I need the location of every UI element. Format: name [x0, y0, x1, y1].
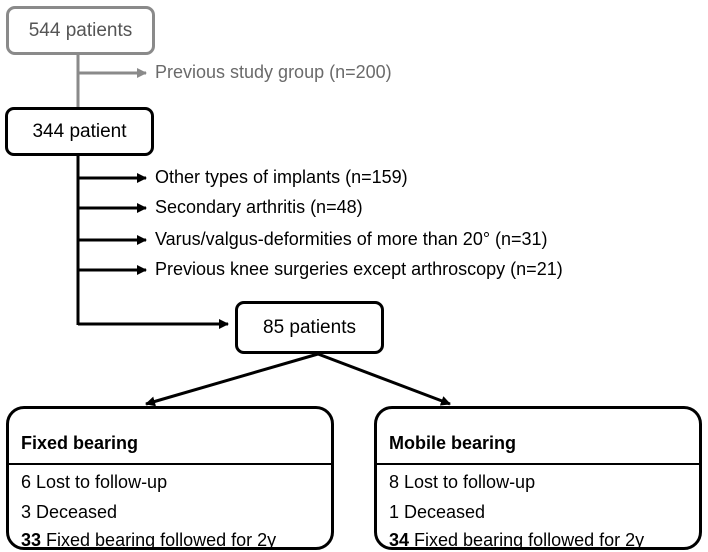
group-title: Fixed bearing: [21, 432, 139, 453]
lost-followup: 8 Lost to follow-up: [389, 471, 536, 492]
followed-text: Fixed bearing followed for 2y: [414, 529, 645, 550]
box-544-label: 544 patients: [28, 19, 133, 41]
lost-followup: 6 Lost to follow-up: [21, 471, 168, 492]
deceased: 1 Deceased: [389, 501, 486, 522]
box-544-patients: 544 patients: [6, 6, 155, 55]
exclusion-item: Varus/valgus-deformities of more than 20…: [155, 229, 548, 249]
exclusion-item: Other types of implants (n=159): [155, 167, 408, 187]
group-title: Mobile bearing: [389, 432, 517, 453]
arrow-to-mobile: [317, 352, 451, 406]
followed-row: 33 Fixed bearing followed for 2y: [9, 522, 331, 550]
label-previous-study: Previous study group (n=200): [155, 62, 392, 82]
group-fixed-bearing: Fixed bearing 6 Lost to follow-up 3 Dece…: [6, 406, 334, 550]
exclusion-item: Secondary arthritis (n=48): [155, 197, 363, 217]
followed-count: 34: [389, 529, 410, 550]
box-85-label: 85 patients: [263, 316, 356, 338]
box-344-label: 344 patient: [32, 120, 127, 142]
box-85-patients: 85 patients: [235, 301, 384, 354]
arrow-to-fixed: [145, 352, 319, 407]
divider: [377, 463, 699, 465]
deceased: 3 Deceased: [21, 501, 118, 522]
followed-count: 33: [21, 529, 42, 550]
followed-text: Fixed bearing followed for 2y: [46, 529, 277, 550]
exclusion-item: Previous knee surgeries except arthrosco…: [155, 259, 563, 279]
followed-row: 34 Fixed bearing followed for 2y: [377, 522, 699, 550]
group-mobile-bearing: Mobile bearing 8 Lost to follow-up 1 Dec…: [374, 406, 702, 550]
box-344-patient: 344 patient: [5, 107, 154, 156]
divider: [9, 463, 331, 465]
